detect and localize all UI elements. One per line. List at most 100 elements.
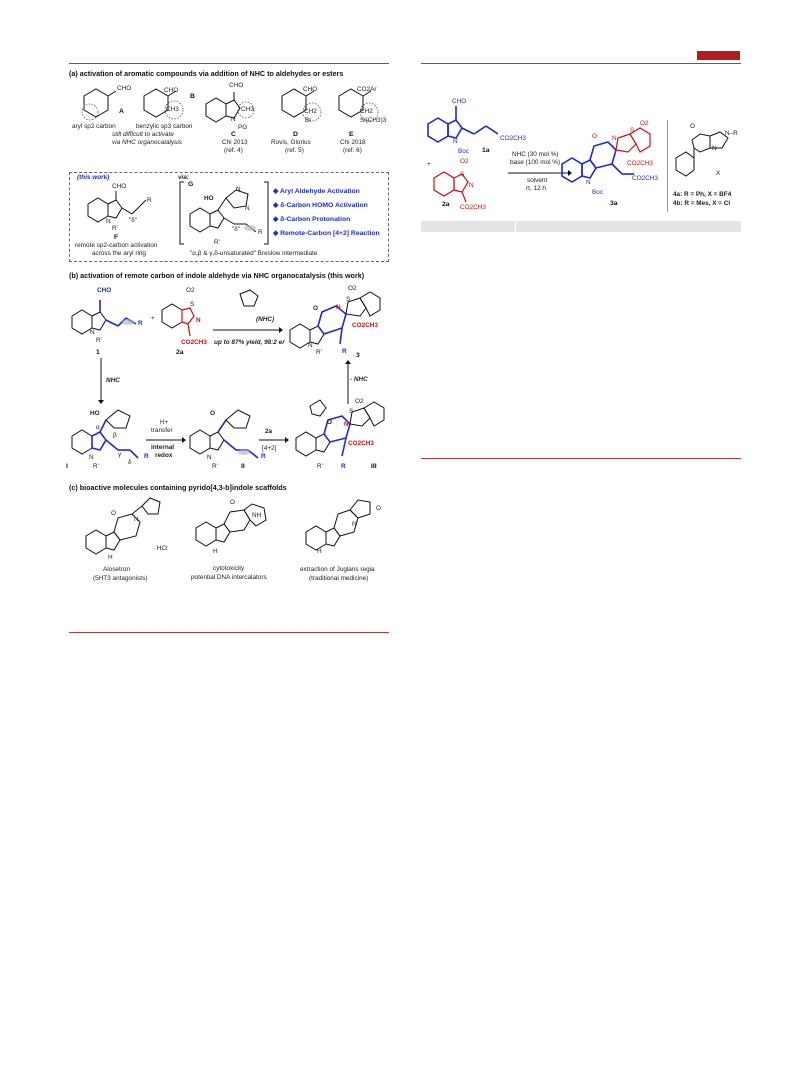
arrow-up-minus-nhc bbox=[345, 360, 351, 404]
delta-f: "δ" bbox=[129, 217, 138, 224]
rp-g: R' bbox=[214, 239, 220, 246]
cho-f: CHO bbox=[112, 183, 127, 190]
bullet-3: ◆ δ-Carbon Protonation bbox=[273, 216, 351, 223]
label-2a: 2a bbox=[176, 349, 184, 356]
label-III: III bbox=[371, 463, 377, 470]
redox: redox bbox=[155, 452, 173, 459]
structure-1 bbox=[71, 300, 137, 335]
cyto-line-1: cytotoxicity bbox=[213, 565, 245, 572]
table-header-divider bbox=[515, 221, 516, 232]
n-g1: N bbox=[236, 186, 241, 193]
catalyst-divider bbox=[667, 120, 668, 212]
boc-3a: Boc bbox=[592, 189, 604, 196]
n-1: N bbox=[90, 329, 95, 336]
label-a: A bbox=[119, 108, 124, 115]
this-work-label: (this work) bbox=[77, 174, 110, 181]
minus-nhc-label: - NHC bbox=[350, 376, 368, 383]
difficult-line-2: via NHC organocatalysis bbox=[112, 139, 182, 146]
n3-indole: N bbox=[308, 342, 313, 349]
co2ch3-1a: CO2CH3 bbox=[500, 135, 526, 142]
n-2a-right: N bbox=[469, 182, 474, 189]
s-III: S bbox=[349, 408, 354, 415]
header-rule-left bbox=[69, 63, 389, 64]
label-c: C bbox=[231, 131, 236, 138]
r-I: R bbox=[144, 453, 149, 460]
r-f: R bbox=[147, 197, 152, 204]
ref-c2: (ref. 4) bbox=[224, 147, 243, 154]
benzylic-sp3-note: benzylic sp3 carbon bbox=[136, 123, 193, 130]
ch3-b: CH3 bbox=[166, 106, 179, 113]
label-3a: 3a bbox=[610, 200, 618, 207]
rp-II: R' bbox=[212, 463, 218, 470]
structure-I bbox=[71, 409, 139, 459]
o2-3: O2 bbox=[348, 285, 357, 292]
alo-h: H bbox=[108, 554, 113, 561]
bullet-4: ◆ Remote-Carbon [4+2] Reaction bbox=[273, 230, 380, 237]
label-1a: 1a bbox=[482, 147, 490, 154]
cho-b: CHO bbox=[164, 87, 179, 94]
structure-3a bbox=[561, 127, 651, 183]
ch2-e: CH2 bbox=[360, 108, 373, 115]
structure-cytotoxic bbox=[195, 503, 267, 547]
co2ch3-2a: CO2CH3 bbox=[181, 339, 207, 346]
condition-1: NHC (30 mol %) bbox=[512, 151, 559, 158]
o2-2a-right: O2 bbox=[460, 158, 469, 165]
reaction-arrow-top bbox=[213, 327, 283, 333]
label-II: II bbox=[241, 463, 245, 470]
structure-e bbox=[338, 88, 379, 122]
beta-I: β bbox=[113, 432, 117, 439]
o-II: O bbox=[210, 410, 215, 417]
co2ar-e: CO2Ar bbox=[357, 86, 377, 93]
label-1: 1 bbox=[96, 349, 100, 356]
rp-1: R' bbox=[96, 337, 102, 344]
alpha-I: α bbox=[96, 424, 100, 431]
structure-2a-right bbox=[433, 171, 469, 203]
r-III: R bbox=[341, 463, 346, 470]
co2ch3-3a-2: CO2CH3 bbox=[632, 175, 658, 182]
ch3-c: CH3 bbox=[241, 106, 254, 113]
alo-o: O bbox=[111, 510, 116, 517]
jug-n: N bbox=[352, 521, 357, 528]
r-1: R bbox=[138, 320, 143, 327]
s-2a: S bbox=[190, 301, 195, 308]
ref-c1: Chi 2013 bbox=[222, 139, 248, 146]
cat-4b: 4b: R = Mes, X = Cl bbox=[673, 200, 731, 207]
plus-b: + bbox=[151, 315, 155, 322]
header-rule-right bbox=[421, 63, 741, 64]
o2-III: O2 bbox=[355, 398, 364, 405]
transfer: transfer bbox=[151, 427, 173, 434]
difficult-line-1: still difficult to activate bbox=[112, 131, 174, 138]
internal: internal bbox=[151, 444, 175, 451]
n-I: N bbox=[89, 454, 94, 461]
o-3a: O bbox=[592, 133, 597, 140]
structure-juglans bbox=[305, 499, 371, 551]
remote-line-1: remote sp2-carbon activation bbox=[75, 242, 158, 249]
plus-right: + bbox=[427, 161, 431, 168]
r-g: R bbox=[258, 229, 263, 236]
label-d: D bbox=[293, 131, 298, 138]
co2ch3-2a-right: CO2CH3 bbox=[460, 204, 486, 211]
r-3: R bbox=[342, 348, 347, 355]
co2ch3-III: CO2CH3 bbox=[348, 440, 374, 447]
structure-III bbox=[295, 399, 385, 457]
cho-d: CHO bbox=[303, 86, 318, 93]
n-f: N bbox=[106, 218, 111, 225]
bullet-1: ◆ Aryl Aldehyde Activation bbox=[273, 188, 360, 195]
n-3a-indole: N bbox=[586, 179, 591, 186]
jug-o: O bbox=[376, 505, 381, 512]
alo-hcl: · HCl bbox=[153, 545, 168, 552]
condition-3: solvent bbox=[527, 177, 548, 184]
alo-n: N bbox=[134, 516, 139, 523]
structure-b bbox=[143, 88, 184, 120]
header-accent-bar bbox=[697, 51, 740, 60]
ref-e1: Chi 2018 bbox=[340, 139, 366, 146]
pg-c: PG bbox=[238, 124, 248, 131]
cyto-o: O bbox=[230, 499, 235, 506]
o2-3a: O2 bbox=[640, 120, 649, 127]
delta-I: δ bbox=[128, 459, 132, 466]
structure-a bbox=[81, 88, 117, 121]
jug-line-1: extraction of Juglans regia bbox=[300, 566, 375, 573]
via-label: via: bbox=[178, 174, 190, 181]
nhc-down-label: NHC bbox=[106, 377, 120, 384]
s-3a: S bbox=[630, 127, 635, 134]
